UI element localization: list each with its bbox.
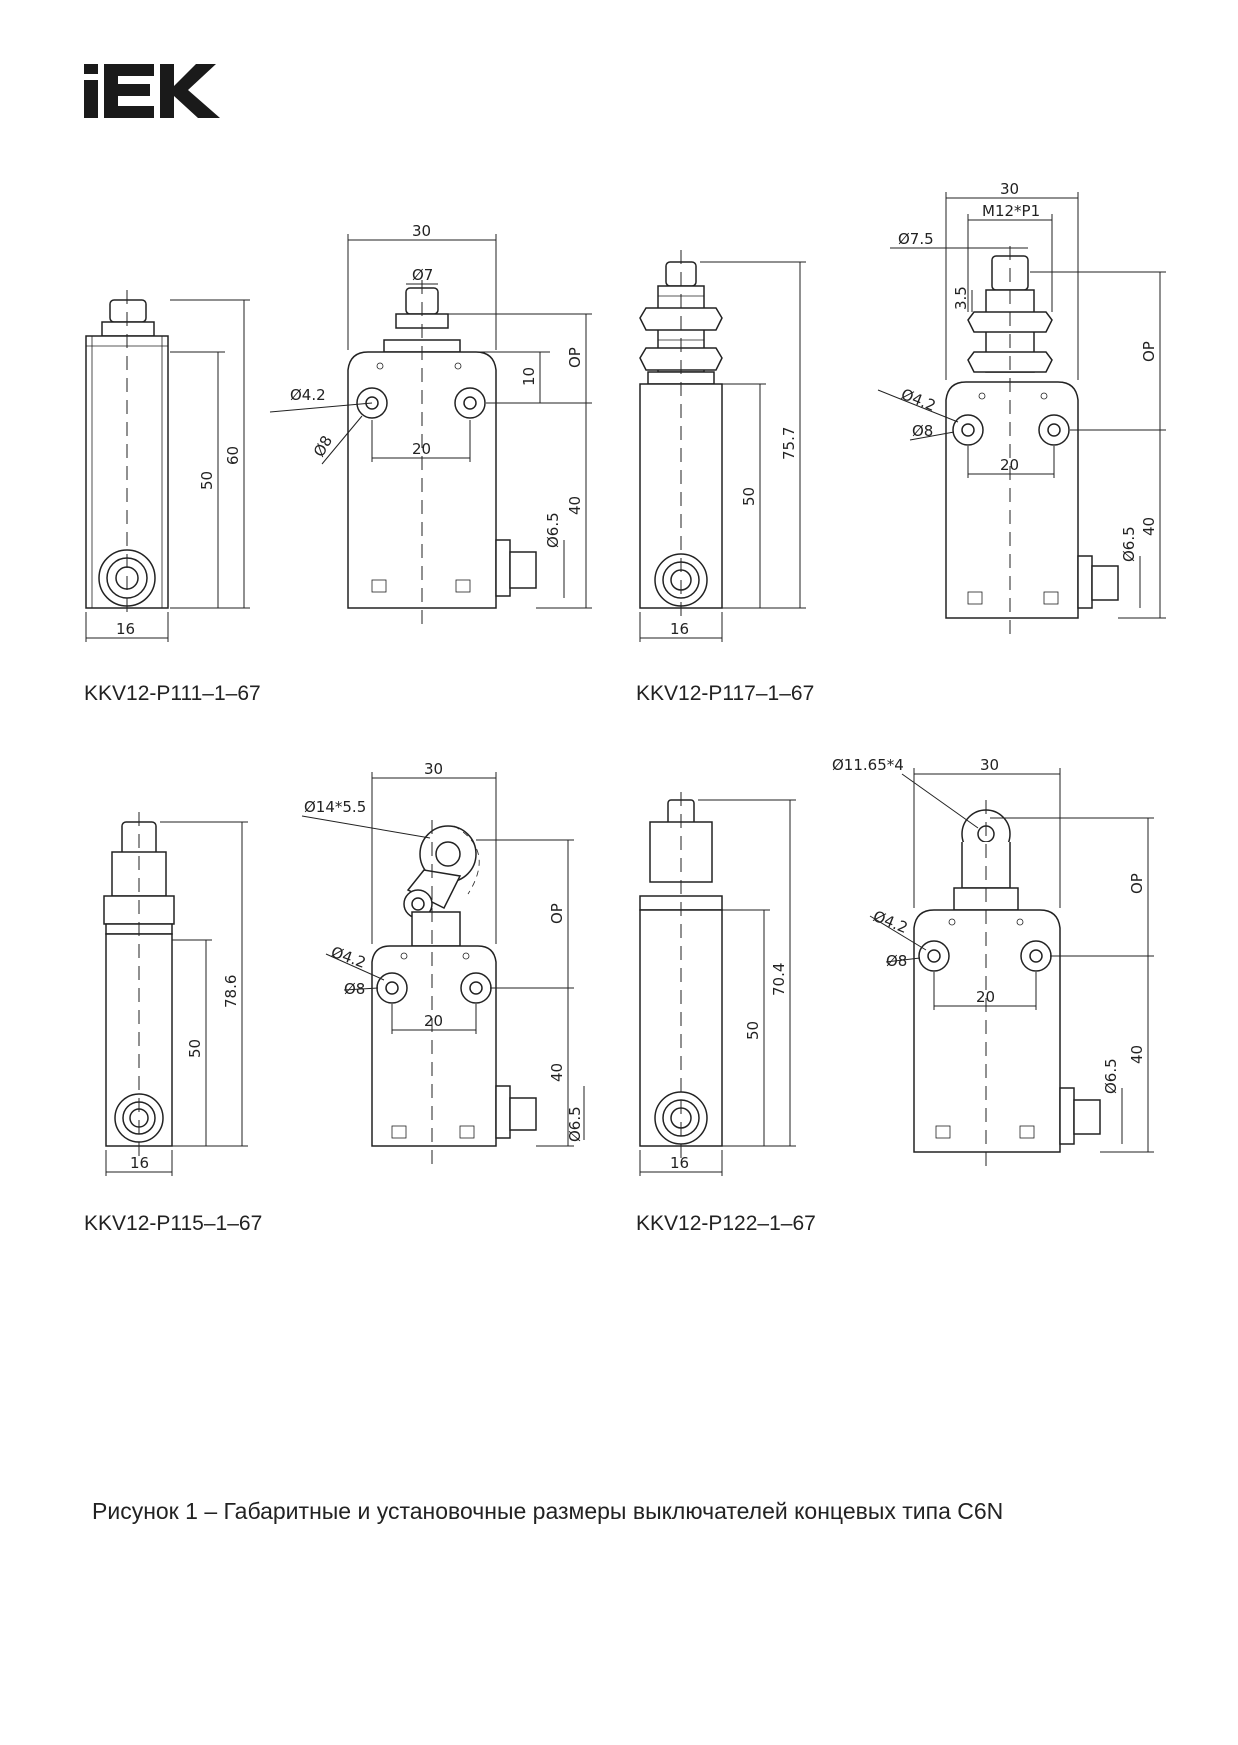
model-label-p115: KKV12-P115–1–67: [84, 1212, 263, 1235]
dim-20: 20: [424, 1012, 443, 1030]
dim-3-5: 3.5: [952, 286, 970, 310]
dim-16: 16: [670, 620, 689, 638]
dim-30: 30: [1000, 180, 1019, 198]
view-p122-front: 30 Ø11.65*4 Ø4.2 Ø8 20 OP 40 Ø6.5: [832, 756, 1154, 1172]
dim-50: 50: [186, 1039, 204, 1058]
view-p122-side: 50 70.4 16: [639, 792, 796, 1176]
dim-10: 10: [520, 367, 538, 386]
iek-logo: [84, 64, 220, 118]
view-p117-front: 30 M12*P1 Ø7.5 3.5 Ø4.2 Ø8 20 OP 40 Ø6.5: [877, 180, 1166, 640]
model-label-p117: KKV12-P117–1–67: [636, 682, 815, 705]
dim-75-7: 75.7: [780, 427, 798, 460]
dim-40: 40: [548, 1063, 566, 1082]
dim-op: OP: [566, 347, 584, 368]
dim-op: OP: [1140, 341, 1158, 362]
dim-dia42: Ø4.2: [290, 386, 326, 404]
dim-dia1165: Ø11.65*4: [832, 756, 904, 774]
view-p117-side: 50 75.7 16: [639, 250, 806, 642]
dim-78-6: 78.6: [222, 975, 240, 1008]
dim-dia7: Ø7: [412, 266, 433, 284]
view-p115-front: 30 Ø14*5.5 Ø4.2 Ø8 20 OP 40 Ø6.5: [301, 760, 585, 1166]
view-p115-side: 50 78.6 16: [103, 812, 248, 1176]
dim-20: 20: [412, 440, 431, 458]
view-p111-side: 50 60 16: [85, 290, 250, 642]
dim-dia8: Ø8: [912, 422, 933, 440]
dim-m12: M12*P1: [982, 202, 1040, 220]
dim-dia65: Ø6.5: [566, 1106, 584, 1142]
dim-30: 30: [412, 222, 431, 240]
dim-40: 40: [566, 496, 584, 515]
dim-op: OP: [548, 903, 566, 924]
dim-16: 16: [130, 1154, 149, 1172]
dim-dia8: Ø8: [310, 433, 336, 460]
dim-20: 20: [1000, 456, 1019, 474]
model-label-p122: KKV12-P122–1–67: [636, 1212, 816, 1235]
dim-60: 60: [224, 446, 242, 465]
dim-dia75: Ø7.5: [898, 230, 934, 248]
dim-dia65: Ø6.5: [1102, 1058, 1120, 1094]
dim-dia65: Ø6.5: [544, 512, 562, 548]
dim-50: 50: [744, 1021, 762, 1040]
dim-dia42: Ø4.2: [871, 907, 911, 937]
dim-50: 50: [198, 471, 216, 490]
dim-16: 16: [116, 620, 135, 638]
figure-caption: Рисунок 1 – Габаритные и установочные ра…: [92, 1498, 1004, 1524]
dim-dia8: Ø8: [344, 980, 365, 998]
dim-dia42: Ø4.2: [899, 385, 939, 415]
dim-40: 40: [1128, 1045, 1146, 1064]
dim-dia14: Ø14*5.5: [304, 798, 366, 816]
dim-dia8: Ø8: [886, 952, 907, 970]
view-p111-front: 30 Ø7 Ø4.2 Ø8 20 10 OP 40 Ø6.5: [269, 222, 592, 630]
dim-70-4: 70.4: [770, 963, 788, 996]
dim-dia42: Ø4.2: [329, 943, 369, 972]
dim-50: 50: [740, 487, 758, 506]
dim-16: 16: [670, 1154, 689, 1172]
dim-dia65: Ø6.5: [1120, 526, 1138, 562]
dim-30: 30: [424, 760, 443, 778]
dim-30: 30: [980, 756, 999, 774]
dim-40: 40: [1140, 517, 1158, 536]
model-label-p111: KKV12-P111–1–67: [84, 682, 261, 705]
dim-20: 20: [976, 988, 995, 1006]
dim-op: OP: [1128, 873, 1146, 894]
